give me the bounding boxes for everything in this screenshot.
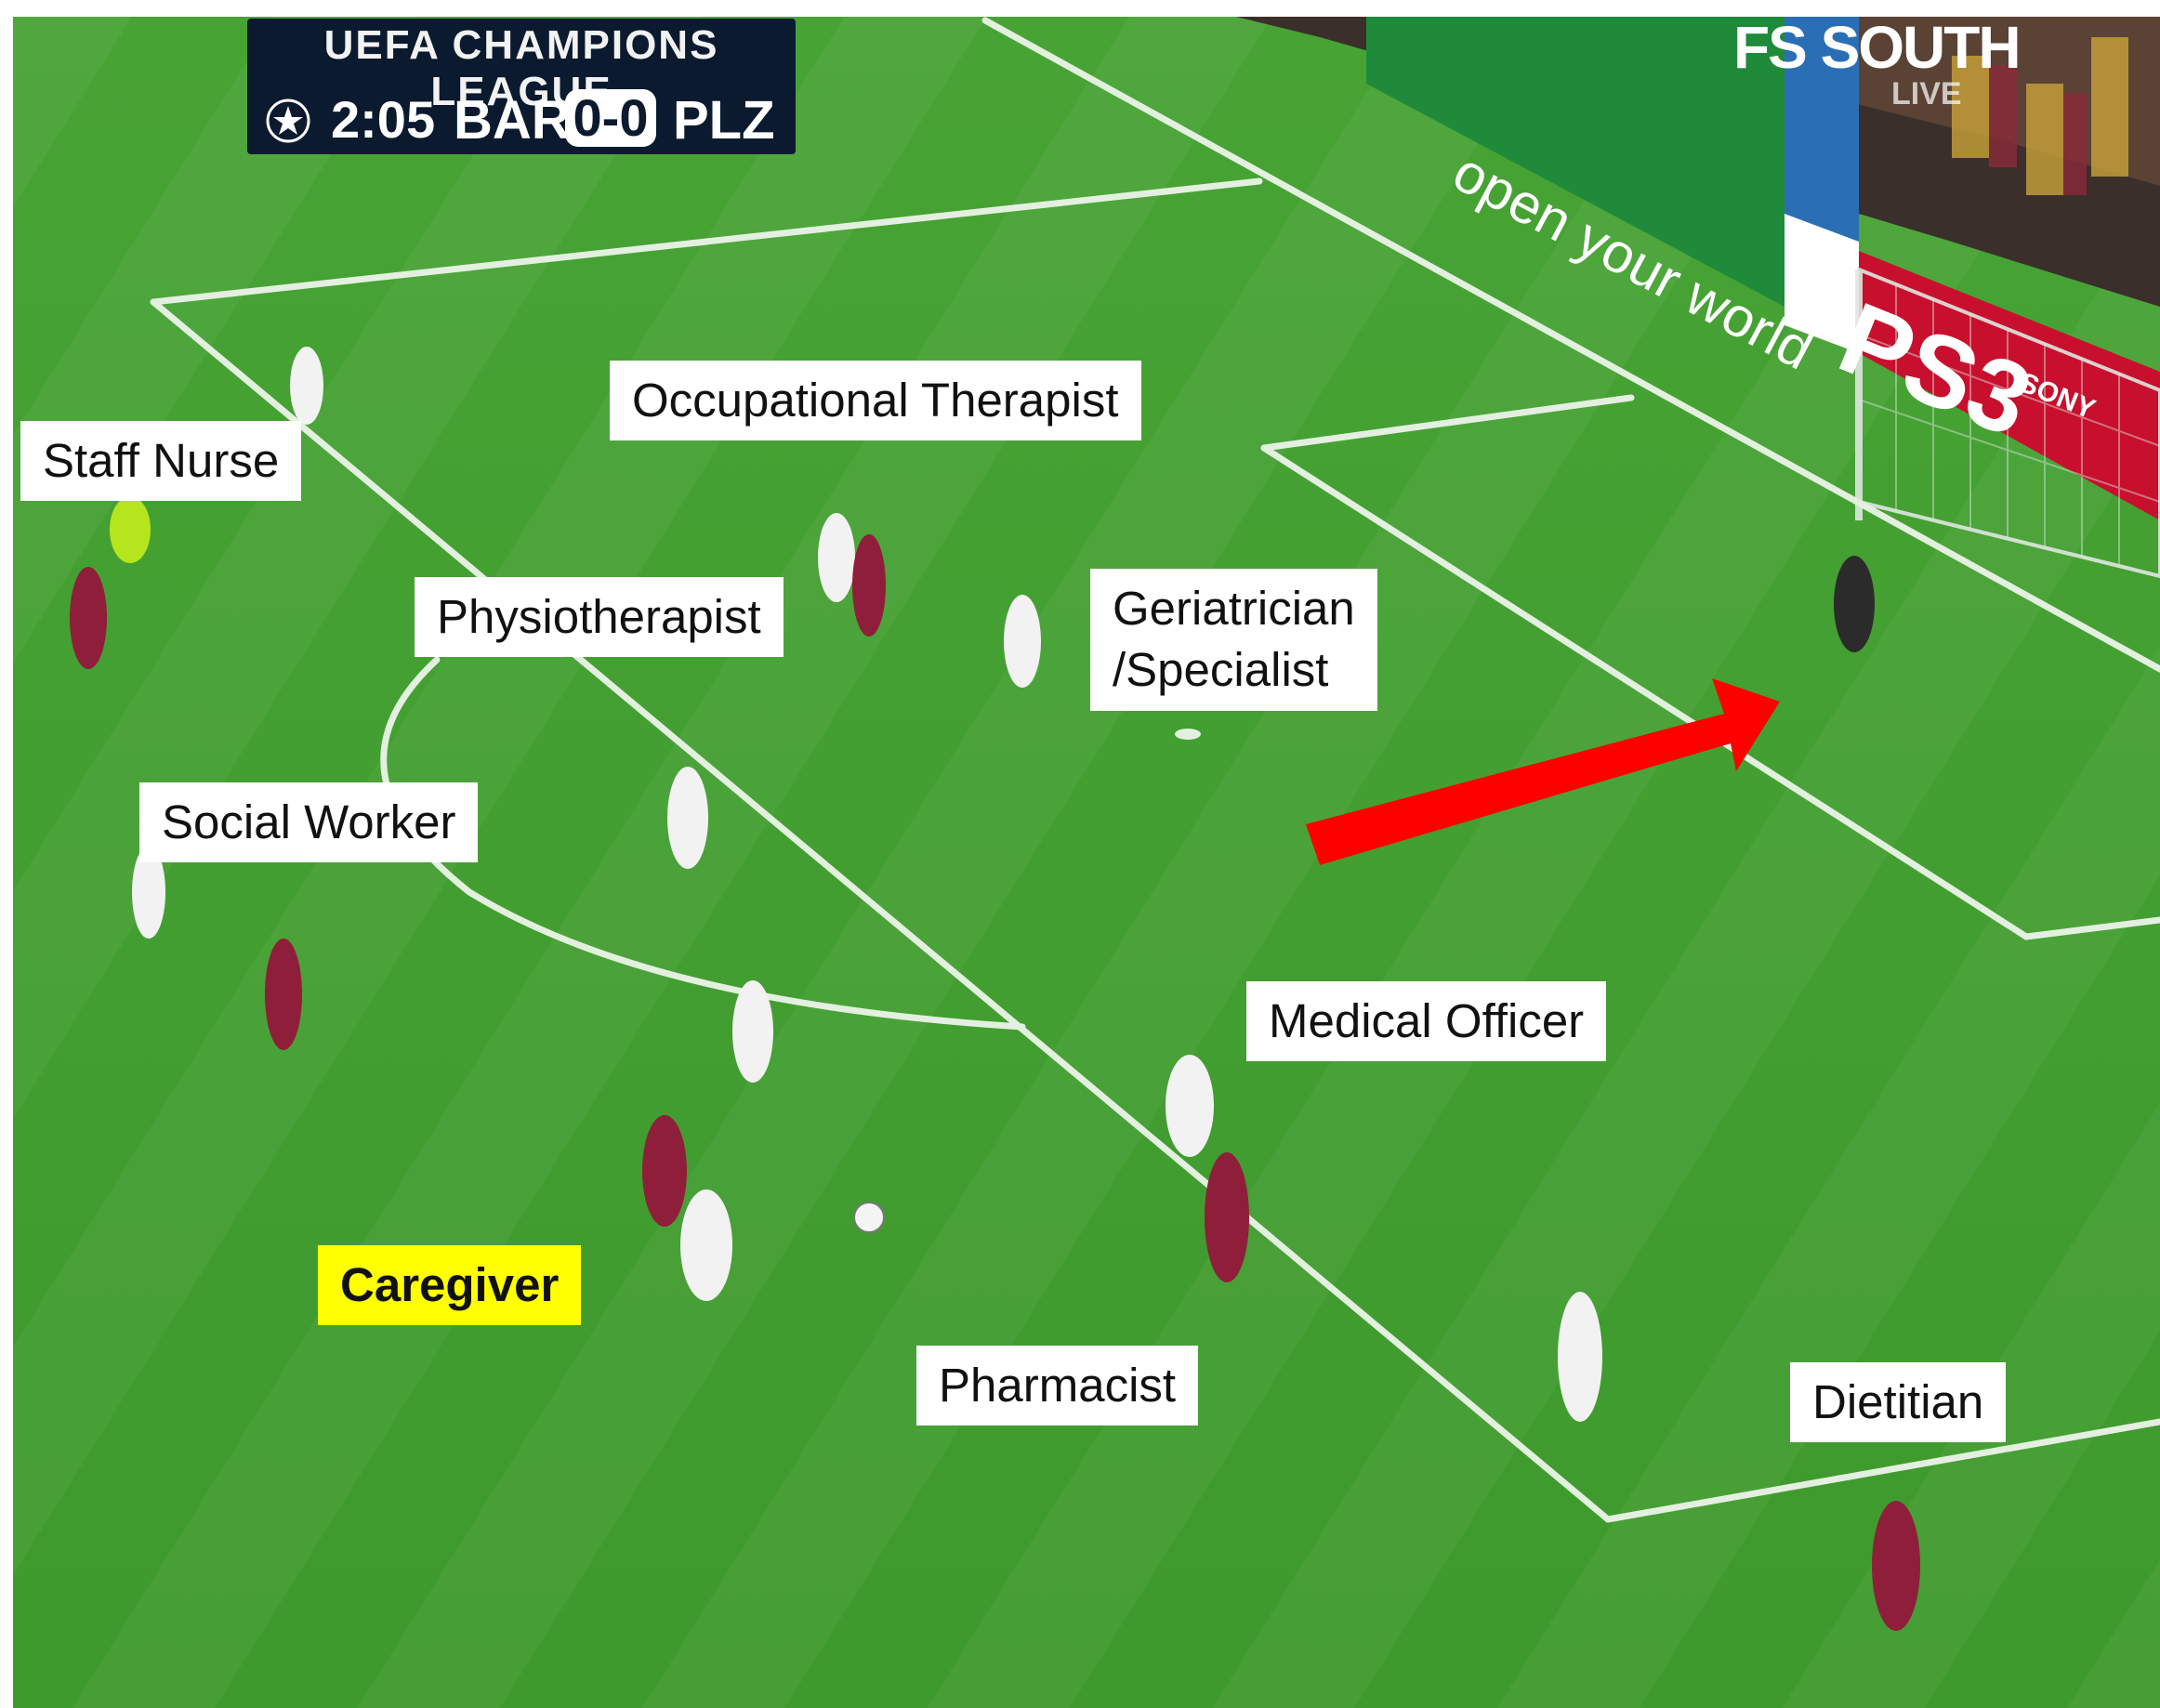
match-score: 0-0 xyxy=(565,89,656,147)
broadcaster-logo: FS SOUTH xyxy=(1733,14,2022,81)
label-staff-nurse: Staff Nurse xyxy=(20,421,302,502)
away-team: PLZ xyxy=(673,90,775,151)
label-dietitian: Dietitian xyxy=(1790,1362,2007,1443)
red-arrow xyxy=(1306,678,1780,865)
label-pharmacist: Pharmacist xyxy=(916,1346,1199,1426)
scorebug: UEFA CHAMPIONS LEAGUE 2:05 BAR 0-0 PLZ xyxy=(247,19,796,154)
match-clock: 2:05 xyxy=(331,90,436,149)
label-caregiver: Caregiver xyxy=(318,1245,582,1326)
ad-board-green xyxy=(1366,17,1785,307)
ad-board-red xyxy=(1859,251,2160,520)
label-social-worker: Social Worker xyxy=(139,782,479,863)
label-physiotherapist: Physiotherapist xyxy=(415,577,784,658)
players xyxy=(70,347,1920,1631)
goal-net xyxy=(1855,267,2160,579)
label-geriatrician-specialist: Geriatrician /Specialist xyxy=(1090,569,1377,711)
starball-icon xyxy=(266,99,310,143)
broadcaster-sub: LIVE xyxy=(1891,76,1962,112)
label-medical-officer: Medical Officer xyxy=(1246,981,1607,1062)
home-team: BAR xyxy=(454,90,571,151)
label-occupational-therapist: Occupational Therapist xyxy=(610,361,1141,441)
football xyxy=(853,1202,885,1233)
pitch-lines xyxy=(150,17,2160,1523)
